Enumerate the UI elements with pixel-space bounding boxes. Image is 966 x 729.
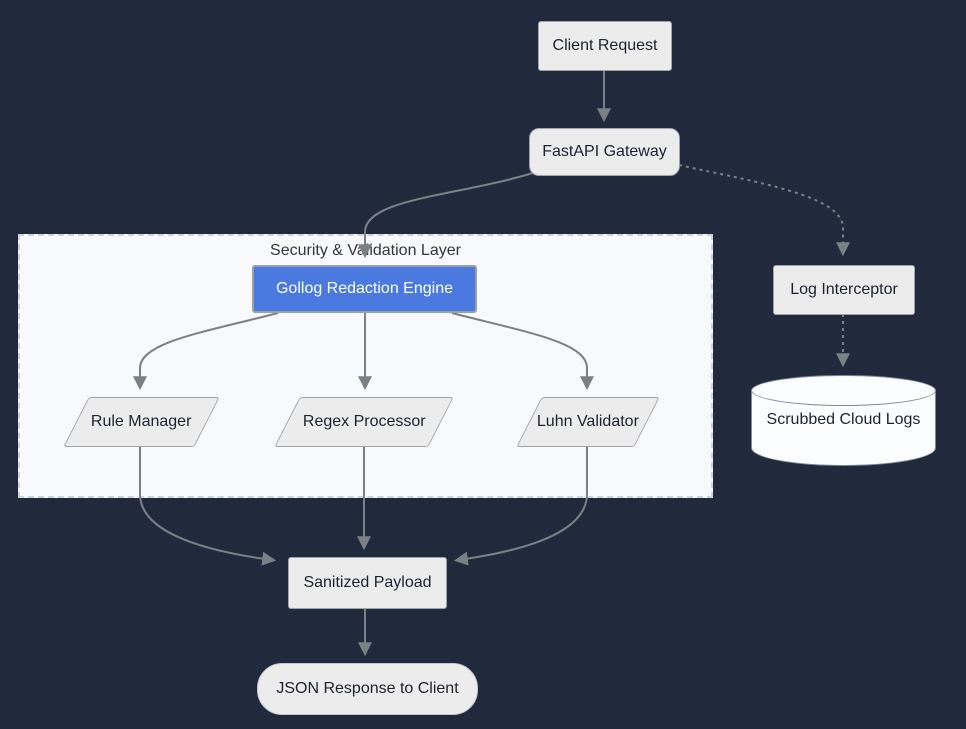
node-sanitized-payload-label: Sanitized Payload — [303, 573, 432, 591]
node-gollog-redaction-engine[interactable]: Gollog Redaction Engine — [252, 265, 477, 313]
node-luhn-validator-label: Luhn Validator — [537, 412, 640, 430]
node-rule-manager[interactable]: Rule Manager — [63, 397, 220, 447]
node-client-request[interactable]: Client Request — [538, 21, 672, 71]
node-json-response[interactable]: JSON Response to Client — [257, 663, 478, 715]
cylinder-top-shape — [751, 375, 936, 406]
node-log-interceptor[interactable]: Log Interceptor — [773, 265, 915, 315]
node-scrubbed-cloud-logs-label: Scrubbed Cloud Logs — [766, 411, 921, 428]
node-regex-processor[interactable]: Regex Processor — [274, 397, 454, 447]
subgraph-title: Security & Validation Layer — [270, 242, 461, 259]
node-sanitized-payload[interactable]: Sanitized Payload — [288, 557, 447, 609]
node-regex-processor-label: Regex Processor — [302, 412, 426, 430]
node-scrubbed-cloud-logs[interactable]: Scrubbed Cloud Logs — [751, 375, 936, 466]
node-fastapi-gateway-label: FastAPI Gateway — [542, 142, 667, 160]
node-log-interceptor-label: Log Interceptor — [790, 280, 898, 298]
node-json-response-label: JSON Response to Client — [276, 679, 459, 697]
node-client-request-label: Client Request — [552, 36, 658, 54]
node-rule-manager-label: Rule Manager — [91, 412, 192, 430]
node-fastapi-gateway[interactable]: FastAPI Gateway — [529, 128, 680, 176]
node-gollog-redaction-engine-label: Gollog Redaction Engine — [275, 279, 453, 297]
